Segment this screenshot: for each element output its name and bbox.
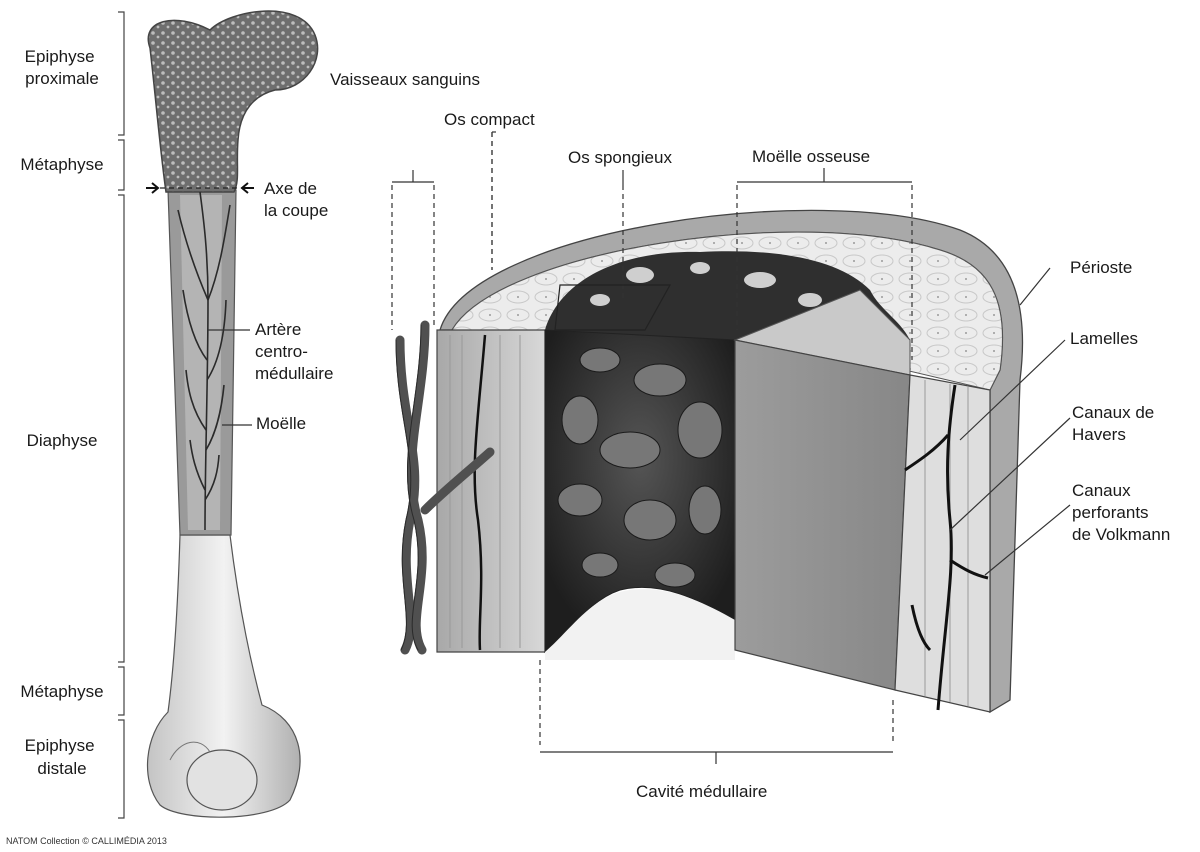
label-epiphyse-proximale: Epiphyse proximale — [25, 47, 100, 88]
label-artere: Artère centro- médullaire — [255, 320, 333, 383]
label-epiphyse-distale: Epiphyse distale — [25, 736, 100, 778]
label-axe-coupe: Axe de la coupe — [264, 179, 328, 220]
label-moelle-osseuse: Moëlle osseuse — [752, 147, 870, 166]
label-moelle: Moëlle — [256, 414, 306, 433]
femur-head — [148, 11, 317, 192]
left-region-labels: Epiphyse proximale Métaphyse Diaphyse Mé… — [20, 47, 103, 778]
label-vaisseaux: Vaisseaux sanguins — [330, 70, 480, 89]
label-os-compact: Os compact — [444, 110, 535, 129]
marrow-block-front — [735, 340, 910, 690]
credit-text: NATOM Collection © CALLIMÉDIA 2013 — [6, 836, 167, 846]
label-metaphyse-top: Métaphyse — [20, 155, 103, 174]
label-os-spongieux: Os spongieux — [568, 148, 672, 167]
bone-section — [392, 132, 1070, 764]
label-cavite-medullaire: Cavité médullaire — [636, 782, 767, 801]
label-diaphyse: Diaphyse — [27, 431, 98, 450]
cut-arrow-left — [146, 183, 158, 193]
cut-arrow-right — [242, 183, 254, 193]
region-brackets — [118, 12, 124, 818]
label-canaux-havers: Canaux de Havers — [1072, 403, 1159, 444]
femur-condyle — [187, 750, 257, 810]
label-canaux-volkmann: Canaux perforants de Volkmann — [1072, 481, 1170, 544]
compact-left-face — [437, 330, 545, 652]
bone-labels: Axe de la coupe Artère centro- médullair… — [255, 179, 333, 433]
label-metaphyse-bottom: Métaphyse — [20, 682, 103, 701]
label-perioste: Périoste — [1070, 258, 1132, 277]
label-lamelles: Lamelles — [1070, 329, 1138, 348]
